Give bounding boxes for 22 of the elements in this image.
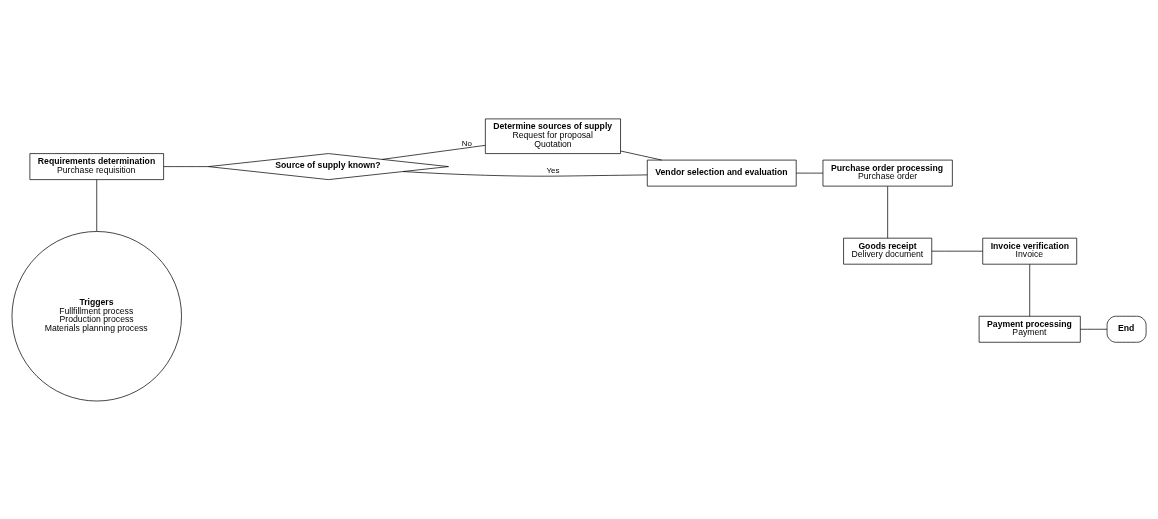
node-box: Requirements determination Purchase requisition <box>29 152 164 180</box>
connector <box>1080 328 1108 330</box>
connector <box>931 250 983 252</box>
node-circle: Triggers Fullfillment process Production process Materials planning process <box>11 230 182 401</box>
node-diamond: Source of supply known? <box>207 152 449 180</box>
connector <box>1029 263 1031 316</box>
connector <box>402 170 648 177</box>
connector <box>381 144 486 160</box>
node-box: Goods receipt Delivery document <box>843 237 933 265</box>
edge-label: Yes <box>546 165 560 175</box>
node-box: Payment processing Payment <box>978 315 1081 343</box>
connector <box>96 178 98 232</box>
node-box: Invoice verification Invoice <box>982 237 1078 265</box>
node-box: End <box>1106 315 1147 343</box>
node-box: Determine sources of supply Request for proposal Quotation <box>485 118 621 154</box>
edge-label: No <box>461 138 472 148</box>
connector <box>163 165 209 167</box>
node-box: Purchase order processing Purchase order <box>822 159 953 186</box>
connector <box>795 172 824 173</box>
connector <box>620 150 663 160</box>
connector <box>887 185 888 238</box>
node-box: Vendor selection and evaluation <box>646 159 797 186</box>
